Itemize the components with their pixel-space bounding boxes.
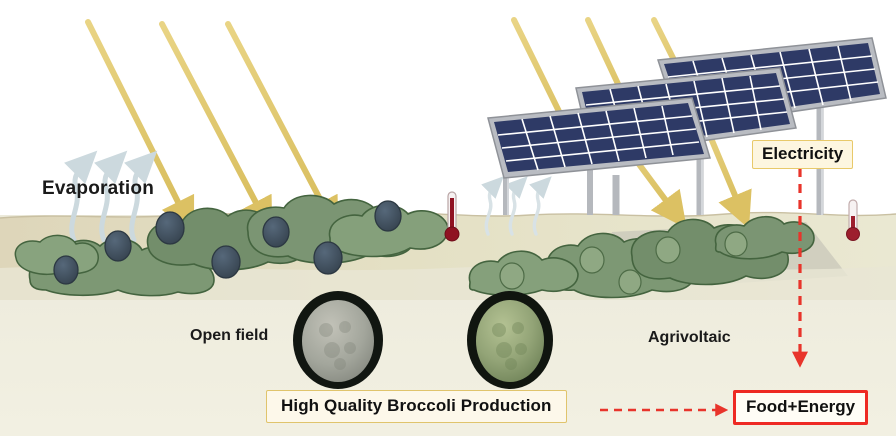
healthy-head-4 <box>499 262 525 290</box>
stressed-head-3 <box>211 245 241 279</box>
open-field-label: Open field <box>190 327 269 344</box>
agrivoltaic-label: Agrivoltaic <box>648 329 731 346</box>
electricity-label-box: Electricity <box>752 140 854 169</box>
stressed-head-5 <box>313 241 343 275</box>
thermometer-mercury <box>450 198 454 232</box>
evaporation-arrows-agrivoltaic <box>481 176 552 236</box>
evaporation-label: Evaporation <box>42 178 154 199</box>
evaporation-arrow-2 <box>94 150 128 243</box>
sun-ray-1 <box>85 19 195 235</box>
thermometer-mercury-av <box>851 216 855 232</box>
panel-front-left <box>487 97 711 215</box>
open-field-broccoli-photo <box>302 300 374 382</box>
poor-broccoli-texture <box>319 321 356 370</box>
sun-ray-2 <box>159 21 273 234</box>
evaporation-arrow-1 <box>64 150 98 243</box>
agrivoltaic-broccoli-photo <box>476 300 544 382</box>
open-field-thermometer <box>444 191 460 242</box>
evaporation-arrow-av-1 <box>481 176 504 236</box>
evaporation-arrow-3 <box>124 150 158 243</box>
stressed-head-4 <box>262 216 290 248</box>
open-field-crops <box>14 194 449 297</box>
good-broccoli-texture <box>492 322 527 370</box>
open-field-broccoli-heads <box>53 200 402 285</box>
agrivoltaic-crops <box>468 215 815 299</box>
stressed-head-7 <box>53 255 79 285</box>
evaporation-arrow-av-3 <box>529 176 552 236</box>
stressed-head-1 <box>104 230 132 262</box>
thermometer-bulb-av <box>846 227 860 241</box>
panel-grid-front <box>497 105 700 171</box>
stressed-head-6 <box>374 200 402 232</box>
solar-panel-array <box>487 37 887 215</box>
stressed-head-2 <box>155 211 185 245</box>
av-healthy-heads <box>499 231 748 295</box>
sun-ray-3 <box>225 21 339 234</box>
healthy-head-1 <box>579 246 605 274</box>
sun-rays-open-field <box>85 19 339 235</box>
dashed-red-arrows <box>600 168 808 417</box>
broccoli-photos <box>293 291 553 389</box>
broccoli-production-label-box: High Quality Broccoli Production <box>266 390 567 423</box>
healthy-head-5 <box>618 269 642 295</box>
healthy-head-3 <box>724 231 748 257</box>
thermometer-bulb <box>444 226 460 242</box>
agrivoltaic-thermometer <box>846 199 860 241</box>
food-energy-label-box: Food+Energy <box>733 390 869 425</box>
evaporation-arrows-open-field <box>64 150 158 243</box>
healthy-head-2 <box>655 236 681 264</box>
evaporation-arrow-av-2 <box>505 176 528 236</box>
